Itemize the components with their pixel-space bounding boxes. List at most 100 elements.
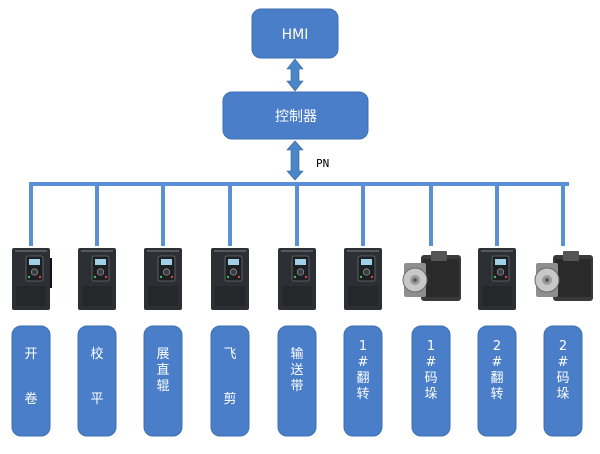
hmi-label: HMI bbox=[282, 27, 309, 43]
inverter-led bbox=[27, 275, 31, 279]
inverter-icon bbox=[144, 248, 182, 310]
inverter-top-edge bbox=[15, 250, 47, 252]
label-char: 1 bbox=[359, 339, 367, 354]
inverter-top-edge bbox=[81, 250, 113, 252]
label-char: 码 bbox=[556, 371, 569, 386]
label-box bbox=[210, 325, 250, 437]
inverter-led bbox=[504, 275, 508, 279]
inverter-lower bbox=[348, 286, 378, 306]
label-char: 垛 bbox=[556, 387, 569, 402]
drop-line bbox=[429, 184, 433, 246]
inverter-knob bbox=[296, 268, 305, 276]
label-box bbox=[77, 325, 117, 437]
label-char: 翻 bbox=[490, 371, 503, 386]
inverter-display bbox=[95, 259, 106, 265]
servo-shaft bbox=[545, 278, 549, 282]
inverter-icon bbox=[211, 248, 249, 310]
inverter-led bbox=[93, 275, 97, 279]
device-column: 校平 bbox=[77, 184, 117, 437]
inverter-led bbox=[226, 275, 230, 279]
device-column: 1#码垛 bbox=[402, 184, 461, 437]
inverter-lower bbox=[82, 286, 112, 306]
label-char: 开 bbox=[24, 347, 37, 362]
inverter-led bbox=[159, 275, 163, 279]
inverter-led bbox=[359, 275, 363, 279]
inverter-top-edge bbox=[481, 250, 513, 252]
controller-node: 控制器 bbox=[222, 91, 369, 140]
inverter-display bbox=[161, 259, 172, 265]
servo-connector bbox=[563, 251, 579, 261]
inverter-led bbox=[38, 275, 42, 279]
inverter-lower bbox=[215, 286, 245, 306]
device-column: 展直辊 bbox=[143, 184, 183, 437]
drop-line bbox=[228, 184, 232, 246]
servo-motor-icon bbox=[402, 251, 461, 301]
inverter-display bbox=[29, 259, 40, 265]
controller-label: 控制器 bbox=[275, 109, 317, 125]
label-char: 飞 bbox=[223, 347, 236, 362]
inverter-display bbox=[295, 259, 306, 265]
label-char: # bbox=[426, 355, 437, 370]
drop-line bbox=[161, 184, 165, 246]
inverter-knob bbox=[96, 268, 105, 276]
label-char: # bbox=[558, 355, 569, 370]
servo-fins bbox=[555, 259, 591, 297]
drop-line bbox=[495, 184, 499, 246]
inverter-icon bbox=[12, 248, 52, 310]
servo-shaft bbox=[413, 278, 417, 282]
drop-line bbox=[95, 184, 99, 246]
label-char: 翻 bbox=[356, 371, 369, 386]
controller-bus-arrow bbox=[286, 140, 304, 181]
drop-line bbox=[295, 184, 299, 246]
hmi-box bbox=[251, 8, 339, 59]
label-char: 平 bbox=[90, 392, 103, 407]
drop-line bbox=[29, 184, 33, 246]
inverter-led bbox=[304, 275, 308, 279]
drop-line bbox=[361, 184, 365, 246]
device-column: 开卷 bbox=[11, 184, 52, 437]
inverter-lower bbox=[16, 286, 46, 306]
inverter-icon bbox=[478, 248, 516, 310]
label-char: 展 bbox=[156, 347, 169, 362]
label-box bbox=[411, 325, 451, 437]
inverter-side-handle bbox=[50, 258, 52, 288]
inverter-lower bbox=[482, 286, 512, 306]
label-char: 1 bbox=[427, 339, 435, 354]
label-char: 送 bbox=[290, 363, 303, 378]
device-column: 输送带 bbox=[277, 184, 317, 437]
bus-label: PN bbox=[316, 157, 329, 170]
device-column: 飞剪 bbox=[210, 184, 250, 437]
inverter-knob bbox=[362, 268, 371, 276]
hmi-node: HMI bbox=[251, 8, 339, 59]
label-char: 剪 bbox=[223, 391, 236, 407]
inverter-lower bbox=[148, 286, 178, 306]
label-box bbox=[277, 325, 317, 437]
inverter-knob bbox=[162, 268, 171, 276]
inverter-lower bbox=[282, 286, 312, 306]
inverter-icon bbox=[78, 248, 116, 310]
inverter-led bbox=[293, 275, 297, 279]
inverter-knob bbox=[496, 268, 505, 276]
inverter-display bbox=[228, 259, 239, 265]
inverter-top-edge bbox=[214, 250, 246, 252]
servo-motor-icon bbox=[534, 251, 593, 301]
inverter-knob bbox=[30, 268, 39, 276]
label-char: 卷 bbox=[24, 391, 37, 407]
device-column: 2#翻转 bbox=[477, 184, 517, 437]
device-column: 1#翻转 bbox=[343, 184, 383, 437]
label-char: 带 bbox=[290, 379, 303, 394]
inverter-display bbox=[495, 259, 506, 265]
label-box bbox=[343, 325, 383, 437]
label-char: 垛 bbox=[424, 387, 437, 402]
hmi-controller-arrow bbox=[286, 58, 304, 92]
label-char: 2 bbox=[493, 339, 501, 354]
inverter-led bbox=[493, 275, 497, 279]
label-box bbox=[11, 325, 51, 437]
controller-box bbox=[222, 91, 369, 140]
inverter-display bbox=[361, 259, 372, 265]
label-char: 转 bbox=[356, 387, 369, 402]
inverter-icon bbox=[278, 248, 316, 310]
label-char: # bbox=[492, 355, 503, 370]
